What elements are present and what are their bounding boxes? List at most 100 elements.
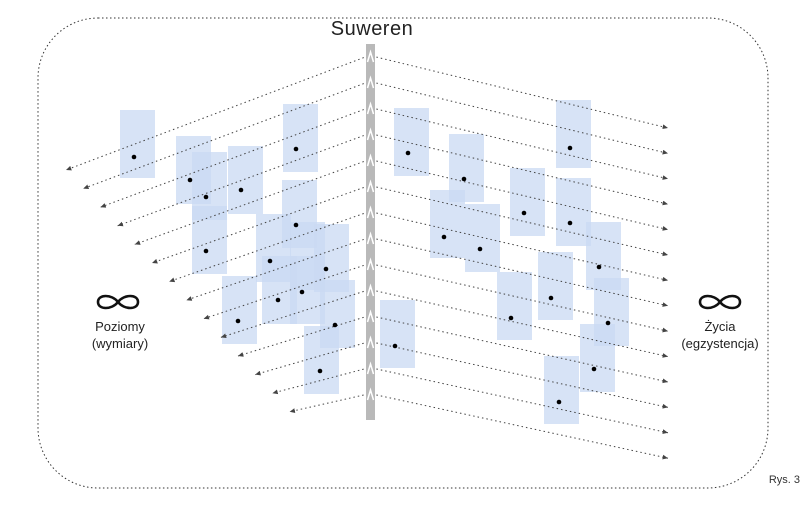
point	[556, 399, 562, 405]
blue-block	[538, 252, 573, 320]
existence-arrow-right	[371, 211, 669, 282]
point	[508, 315, 514, 321]
point	[317, 368, 323, 374]
point	[332, 322, 338, 328]
dimension-arrow-left	[169, 211, 369, 283]
blue-block	[556, 178, 591, 246]
diagram-title: Suweren	[330, 18, 414, 40]
blue-block	[283, 104, 318, 172]
blue-block	[497, 272, 532, 340]
point	[131, 154, 137, 160]
point	[275, 297, 281, 303]
blue-block	[430, 190, 465, 258]
existence-arrow-right	[371, 289, 669, 358]
point	[323, 266, 329, 272]
infinity-icon	[96, 294, 140, 310]
left-label-line2: (wymiary)	[91, 336, 149, 351]
infinity-layer	[96, 294, 742, 310]
arrow-icon	[366, 205, 375, 219]
dimension-arrow-left	[255, 341, 369, 376]
point	[548, 295, 554, 301]
line-layer	[65, 55, 669, 460]
point	[477, 246, 483, 252]
blue-block	[394, 108, 429, 176]
existence-arrow-right	[371, 237, 669, 307]
blue-block	[290, 256, 325, 324]
point	[567, 145, 573, 151]
blue-block	[228, 146, 263, 214]
arrow-icon	[366, 49, 375, 63]
arrow-icon	[366, 127, 375, 141]
sovereign-axis	[366, 44, 375, 420]
existence-arrow-right	[371, 133, 669, 206]
blue-block	[120, 110, 155, 178]
arrow-icon	[366, 75, 375, 89]
right-label-line2: (egzystencja)	[681, 336, 759, 351]
point	[567, 220, 573, 226]
point	[203, 194, 209, 200]
dimension-arrow-left	[134, 159, 369, 245]
arrow-icon	[366, 309, 375, 323]
point	[299, 289, 305, 295]
outer-frame	[37, 17, 769, 489]
right-label: Życia (egzystencja)	[660, 318, 780, 352]
point	[591, 366, 597, 372]
point	[203, 248, 209, 254]
arrow-icon	[366, 257, 375, 271]
blue-block	[222, 276, 257, 344]
point	[187, 177, 193, 183]
existence-arrow-right	[371, 367, 669, 434]
arrow-icon	[366, 361, 375, 375]
existence-arrow-right	[371, 185, 669, 257]
point	[392, 343, 398, 349]
existence-arrow-right	[371, 393, 669, 460]
blue-block	[580, 324, 615, 392]
blue-block	[192, 206, 227, 274]
blue-block	[544, 356, 579, 424]
existence-arrow-right	[371, 263, 669, 333]
point	[238, 187, 244, 193]
arrow-icon	[366, 283, 375, 297]
point	[293, 146, 299, 152]
dimension-arrow-left	[83, 81, 369, 190]
arrow-icon	[366, 231, 375, 245]
existence-arrow-right	[371, 81, 669, 155]
point	[235, 318, 241, 324]
existence-arrow-right	[371, 55, 669, 130]
dimension-arrow-left	[272, 367, 369, 395]
arrow-icon	[366, 387, 375, 401]
blue-block	[510, 168, 545, 236]
dimension-arrow-left	[237, 315, 369, 357]
blue-block	[380, 300, 415, 368]
dot-layer	[131, 145, 611, 405]
figure-caption: Rys. 3	[768, 474, 800, 486]
left-label: Poziomy (wymiary)	[60, 318, 180, 352]
arrow-icon	[366, 179, 375, 193]
dimension-arrow-left	[203, 263, 369, 320]
point	[461, 176, 467, 182]
left-label-line1: Poziomy	[95, 319, 145, 334]
existence-arrow-right	[371, 159, 669, 231]
dimension-arrow-left	[186, 237, 369, 301]
existence-arrow-right	[371, 107, 669, 180]
arrow-icon	[366, 101, 375, 115]
point	[293, 222, 299, 228]
arrow-icon	[366, 335, 375, 349]
point	[405, 150, 411, 156]
existence-arrow-right	[371, 315, 669, 384]
point	[521, 210, 527, 216]
right-label-line1: Życia	[704, 319, 736, 334]
dimension-arrow-left	[220, 289, 369, 339]
point	[596, 264, 602, 270]
dimension-arrow-left	[289, 393, 369, 413]
blue-block	[556, 100, 591, 168]
point	[605, 320, 611, 326]
arrow-icon	[366, 153, 375, 167]
existence-arrow-right	[371, 341, 669, 409]
infinity-icon	[698, 294, 742, 310]
point	[441, 234, 447, 240]
point	[267, 258, 273, 264]
blue-block	[304, 326, 339, 394]
